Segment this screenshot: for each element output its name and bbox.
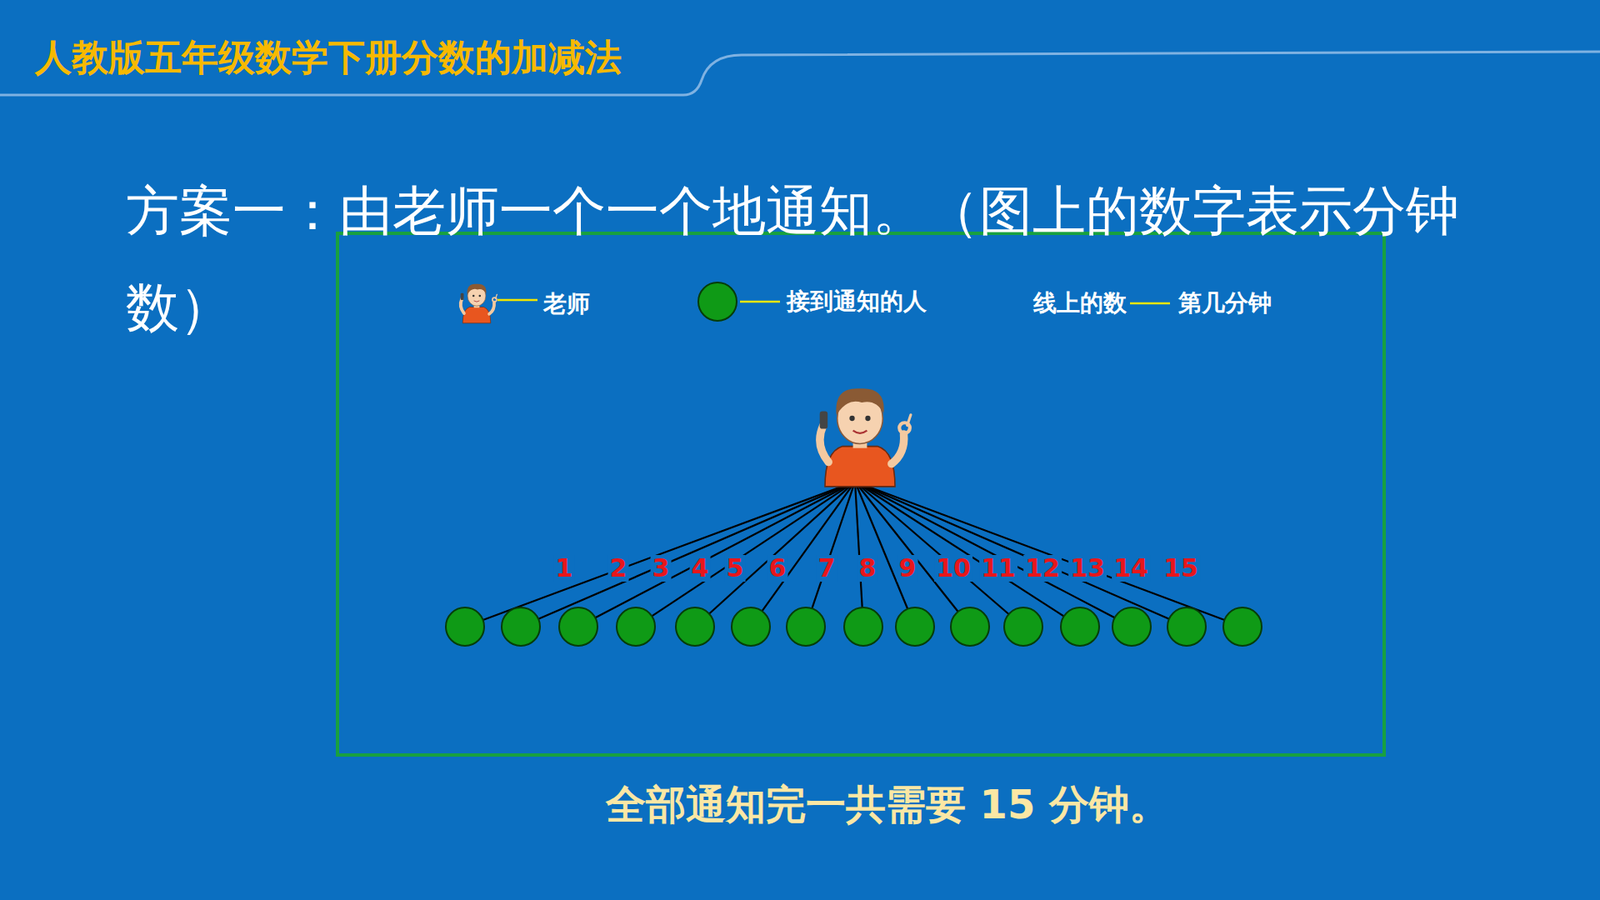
call-line xyxy=(595,481,855,618)
call-line xyxy=(709,481,855,615)
callout-number: 9 xyxy=(897,555,919,582)
call-line xyxy=(483,481,855,620)
person-circle xyxy=(501,607,540,646)
call-line xyxy=(855,481,863,608)
callout-number: 10 xyxy=(934,555,973,582)
callout-number: 15 xyxy=(1161,555,1200,582)
call-line xyxy=(811,481,855,609)
callout-number: 12 xyxy=(1023,555,1062,582)
call-line xyxy=(651,481,855,616)
person-circle xyxy=(559,607,598,646)
people-circles xyxy=(445,607,1262,646)
callout-number: 8 xyxy=(857,555,879,582)
person-circle xyxy=(675,607,715,646)
caption: 全部通知完一共需要 15 分钟。 xyxy=(605,778,1170,832)
person-circle xyxy=(731,607,770,646)
callout-number: 2 xyxy=(608,555,630,582)
callout-number: 7 xyxy=(816,555,838,582)
diagram-frame xyxy=(337,233,1385,755)
legend-line xyxy=(497,299,538,302)
legend-text: 老师 xyxy=(543,288,590,320)
callout-number: 3 xyxy=(650,555,672,582)
callout-number: 1 xyxy=(554,555,575,582)
person-circle xyxy=(844,607,883,646)
person-circle xyxy=(1167,607,1206,646)
legend-swatch xyxy=(697,281,738,322)
teacher-figure xyxy=(820,388,911,487)
call-line xyxy=(855,481,1225,620)
legend-text: 接到通知的人 xyxy=(786,285,927,318)
legend-line xyxy=(1130,302,1170,305)
person-circle xyxy=(1004,607,1043,646)
legend-line xyxy=(740,300,780,304)
call-line xyxy=(538,481,855,620)
person-circle xyxy=(1112,607,1151,646)
teacher-icon xyxy=(460,284,498,324)
callout-number: 11 xyxy=(979,555,1018,582)
call-line xyxy=(761,481,855,611)
callout-number: 6 xyxy=(767,555,789,582)
person-circle xyxy=(616,607,655,646)
callout-number: 13 xyxy=(1068,555,1107,582)
call-lines xyxy=(483,481,1225,620)
person-circle xyxy=(950,607,990,646)
call-line xyxy=(855,481,1115,618)
legend-text: 第几分钟 xyxy=(1178,287,1272,320)
call-line xyxy=(855,481,1170,620)
person-circle xyxy=(895,607,935,646)
person-circle xyxy=(786,607,825,646)
callout-number: 4 xyxy=(690,555,711,582)
person-circle xyxy=(1060,607,1100,646)
callout-number: 14 xyxy=(1111,555,1150,582)
callout-number: 5 xyxy=(725,555,746,582)
call-line xyxy=(855,481,1010,615)
person-circle xyxy=(445,607,485,646)
person-circle xyxy=(1223,607,1262,646)
scheme-text: 方案一：由老师一个一个地通知。（图上的数字表示分钟数） xyxy=(125,162,1476,356)
slide-header: 人教版五年级数学下册分数的加减法 xyxy=(35,33,622,83)
legend-text: 线上的数 xyxy=(1033,287,1127,320)
